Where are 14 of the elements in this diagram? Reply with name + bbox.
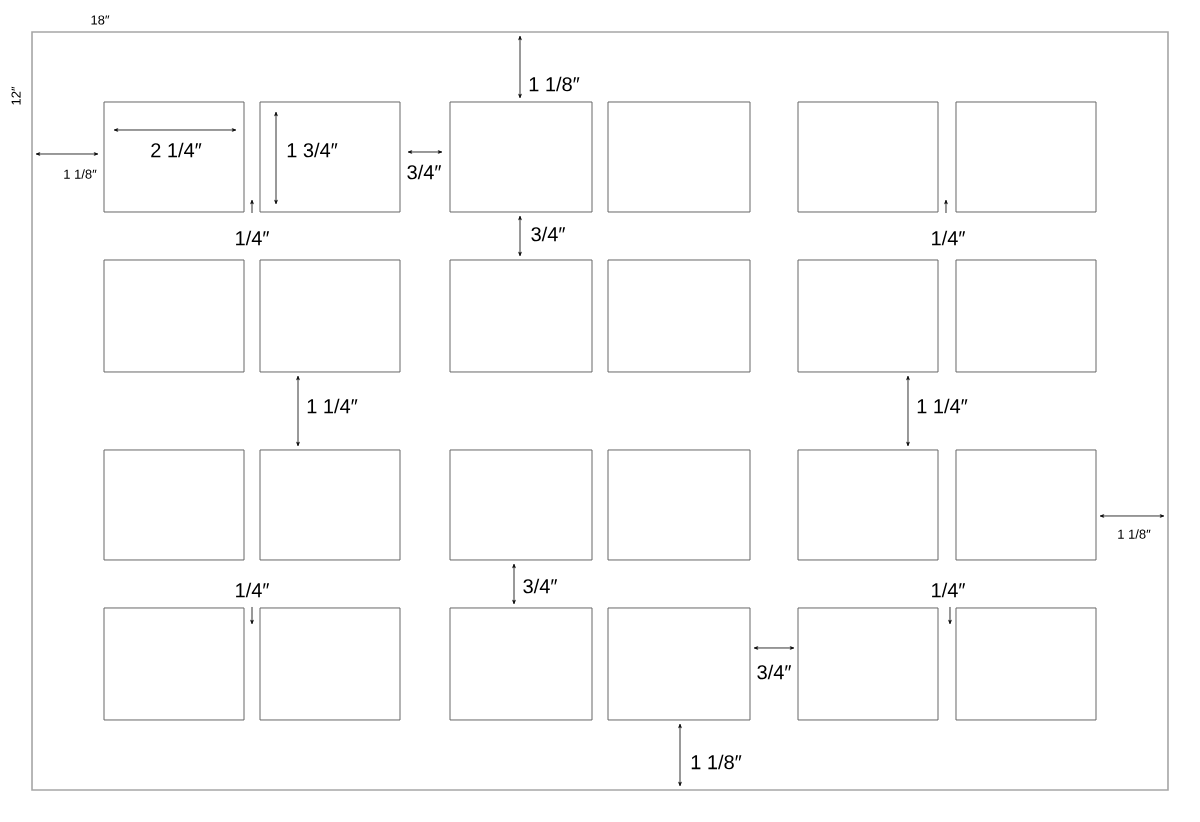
dimension-label: 3/4″ <box>523 578 558 594</box>
dimension-label: 1/4″ <box>236 582 270 598</box>
dimension-label: 1/4″ <box>236 230 270 246</box>
dimension-label: 1/4″ <box>932 230 966 246</box>
dimension-label: 1/4″ <box>932 582 966 598</box>
dimension-label: 3/4″ <box>407 164 442 180</box>
dimension-label: 1 1/4″ <box>307 398 358 414</box>
dimension-label: 2 1/4″ <box>151 142 202 158</box>
dimension-label: 1 1/8″ <box>691 754 742 770</box>
dimension-label: 1 3/4″ <box>287 142 338 158</box>
dimension-label: 1 1/4″ <box>917 398 968 414</box>
dimension-label: 1 1/8″ <box>529 76 580 92</box>
dimension-label: 3/4″ <box>757 664 792 680</box>
dimension-label: 3/4″ <box>531 226 566 242</box>
